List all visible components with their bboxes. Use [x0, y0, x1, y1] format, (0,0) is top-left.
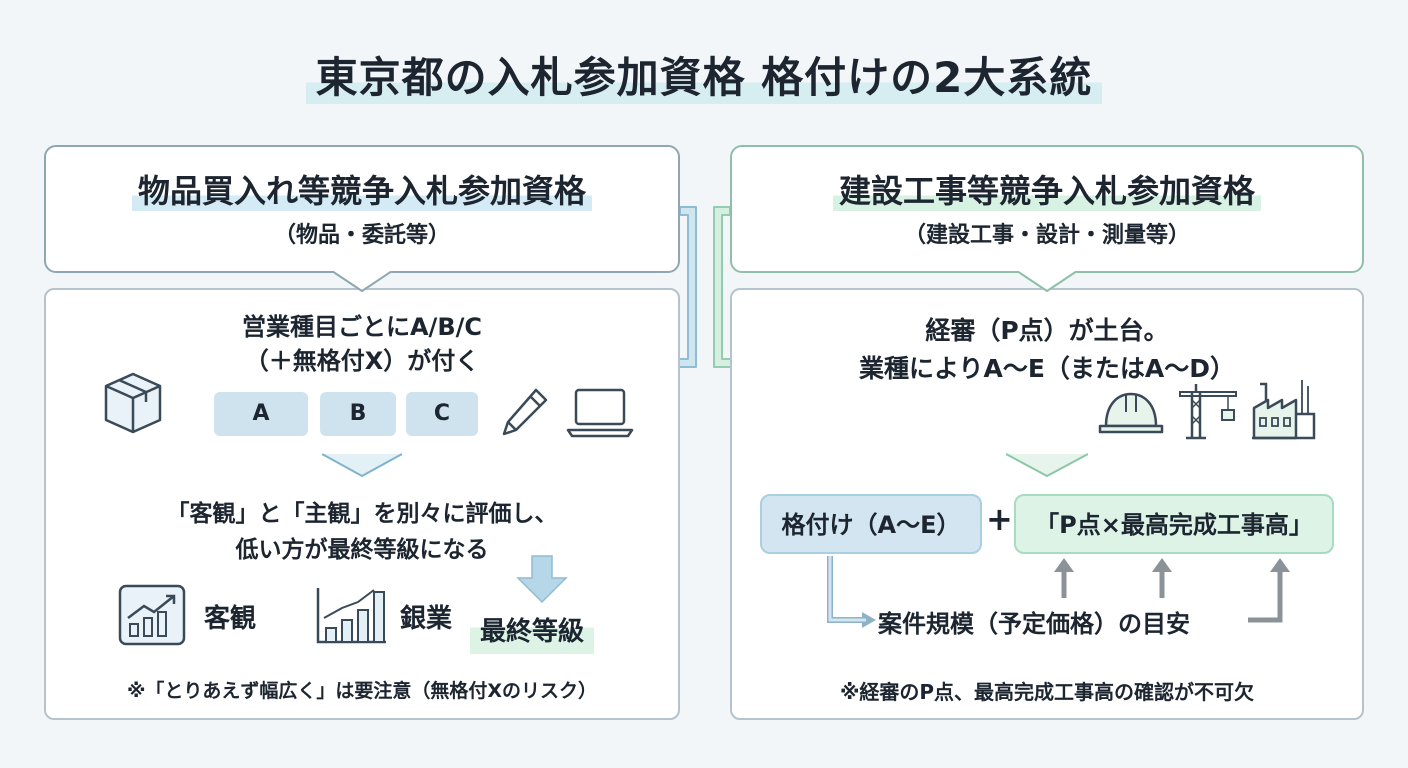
flow-arrows [827, 556, 1290, 628]
right-heading: 建設工事等競争入札参加資格 [832, 169, 1261, 213]
grade-c-box: C [406, 392, 478, 436]
right-header-notch [1017, 271, 1077, 293]
factory-icon [1252, 380, 1316, 440]
right-header-card: 建設工事等競争入札参加資格 （建設工事・設計・測量等） [730, 145, 1364, 273]
up-arrow-1 [1054, 558, 1074, 598]
crane-icon [1179, 384, 1237, 440]
right-note: ※経審のP点、最高完成工事高の確認が不可欠 [839, 680, 1255, 704]
right-description: 経審（P点）が土台。 業種によりA〜E（またはA〜D） [730, 312, 1364, 388]
business-label: 銀業 [400, 604, 453, 634]
pen-icon [502, 388, 548, 436]
left-eval-line1: 「客観」と「主観」を別々に評価し、 [166, 501, 558, 527]
final-down-arrow [516, 555, 568, 604]
laptop-icon [566, 388, 634, 438]
final-grade-label: 最終等級 [470, 610, 595, 654]
objective-label: 客観 [204, 604, 257, 634]
title-area: 東京都の入札参加資格 格付けの2大系統 [0, 50, 1408, 106]
plus-sign: + [986, 500, 1013, 538]
scale-label: 案件規模（予定価格）の目安 [878, 610, 1190, 638]
left-down-chevron [322, 453, 402, 478]
left-subheading: （物品・委託等） [273, 223, 450, 248]
left-eval-text: 「客観」と「主観」を別々に評価し、 低い方が最終等級になる [44, 496, 680, 568]
left-desc-line2: （＋無格付X）が付く [244, 347, 480, 375]
up-arrow-2 [1152, 558, 1172, 598]
hardhat-icon [1098, 392, 1164, 434]
left-description: 営業種目ごとにA/B/C （＋無格付X）が付く [44, 310, 680, 378]
up-arrow-3 [1248, 558, 1290, 623]
formula-box: 「P点×最高完成工事高」 [1014, 494, 1334, 554]
grade-b-box: B [320, 392, 396, 436]
left-desc-line1: 営業種目ごとにA/B/C [241, 313, 482, 341]
left-note: ※「とりあえず幅広く」は要注意（無格付Xのリスク） [126, 680, 598, 702]
grade-a-box: A [214, 392, 308, 436]
left-heading: 物品買入れ等競争入札参加資格 [131, 169, 592, 213]
package-icon [104, 372, 162, 434]
rank-box: 格付け（A〜E） [760, 494, 982, 554]
right-down-chevron [1006, 453, 1088, 478]
right-desc-line2: 業種によりA〜E（またはA〜D） [858, 354, 1236, 383]
page-title: 東京都の入札参加資格 格付けの2大系統 [305, 50, 1103, 106]
left-eval-line2: 低い方が最終等級になる [235, 537, 489, 563]
bar-chart-icon [316, 588, 386, 644]
right-desc-line1: 経審（P点）が土台。 [925, 316, 1169, 345]
left-header-card: 物品買入れ等競争入札参加資格 （物品・委託等） [44, 145, 680, 273]
chart-up-icon [118, 584, 186, 646]
right-subheading: （建設工事・設計・測量等） [903, 223, 1190, 248]
left-header-notch [332, 271, 392, 293]
